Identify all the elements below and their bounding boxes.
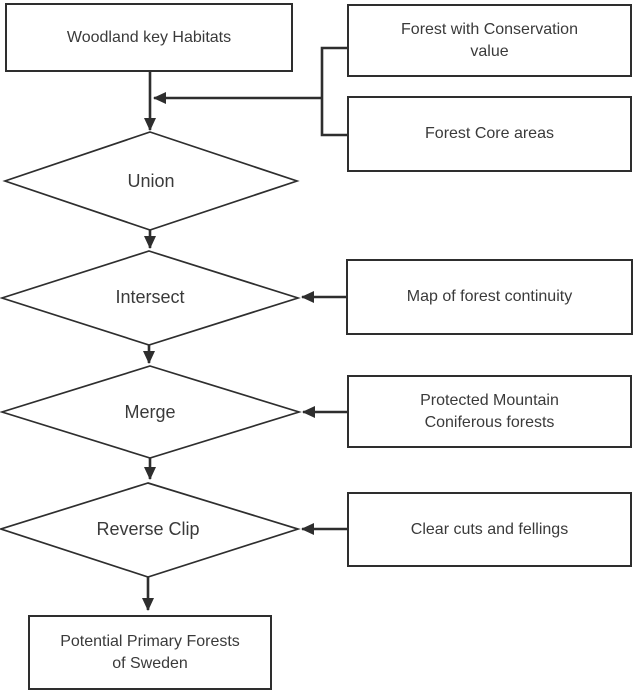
node-protected-mountain-coniferous-forests: Protected Mountain Coniferous forests <box>347 375 632 448</box>
node-label: Protected Mountain Coniferous forests <box>420 391 559 431</box>
merge-diamond-label: Merge <box>124 402 176 422</box>
node-label: Potential Primary Forests of Sweden <box>60 632 240 672</box>
node-label: Map of forest continuity <box>406 288 573 305</box>
node-label: Forest Core areas <box>425 125 554 142</box>
reverseclip-diamond <box>0 482 301 578</box>
bracket-conservation-core <box>320 46 347 137</box>
node-label: Woodland key Habitats <box>66 28 232 46</box>
node-forest-with-conservation-value: Forest with Conservation value <box>347 4 632 77</box>
intersect-diamond-label: Intersect <box>115 287 185 307</box>
merge-diamond <box>0 365 302 459</box>
node-potential-primary-forests-of-sweden: Potential Primary Forests of Sweden <box>28 615 272 690</box>
node-map-of-forest-continuity: Map of forest continuity <box>346 259 633 335</box>
node-woodland-key-habitats: Woodland key Habitats <box>5 3 293 72</box>
union-diamond <box>2 131 300 231</box>
node-forest-core-areas: Forest Core areas <box>347 96 632 172</box>
node-label: Clear cuts and fellings <box>410 520 569 538</box>
reverseclip-diamond-label: Reverse Clip <box>96 519 200 539</box>
node-label: Forest with Conservation value <box>401 20 578 60</box>
intersect-diamond <box>0 250 301 346</box>
union-diamond-label: Union <box>127 171 175 191</box>
node-clear-cuts-and-fellings: Clear cuts and fellings <box>347 492 632 567</box>
